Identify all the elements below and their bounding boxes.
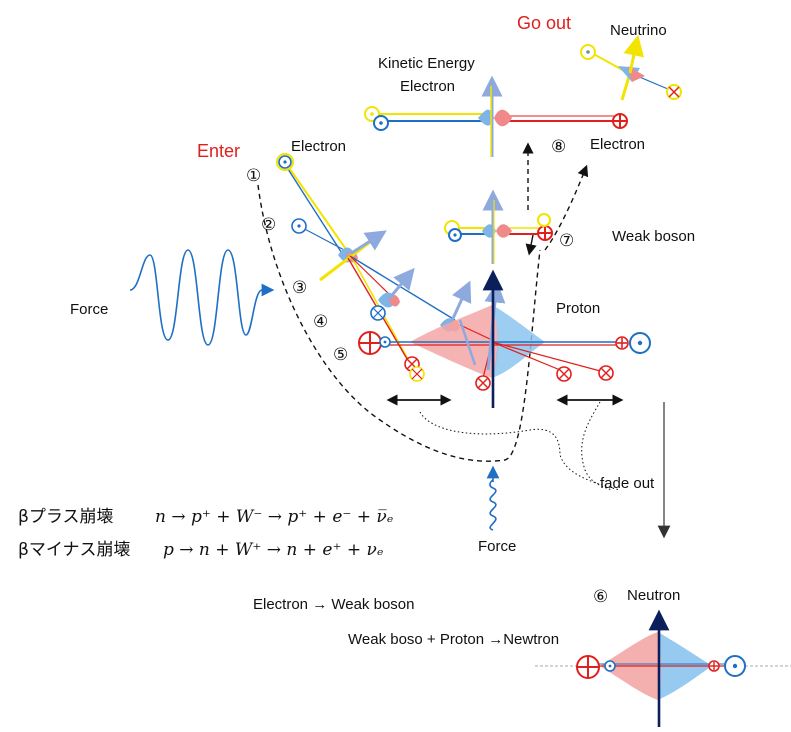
weak-boson-group	[444, 189, 553, 264]
step-5: ⑤	[333, 345, 348, 364]
proton-label: Proton	[556, 300, 600, 317]
proton-interaction-group	[358, 269, 651, 408]
beta-plus-label: βプラス崩壊	[18, 507, 114, 527]
incoming-electron-group	[276, 153, 472, 382]
rule-electron-weak-boson: Electron → Weak boson	[253, 596, 414, 613]
electron-right-label: Electron	[590, 136, 645, 153]
force-wave-bottom	[486, 465, 500, 531]
step-2: ②	[261, 215, 276, 234]
beta-minus-label: βマイナス崩壊	[18, 540, 131, 560]
step-3: ③	[292, 278, 307, 297]
force-left-label: Force	[70, 301, 108, 318]
beta-minus-equation: p → n + W⁺ → n + e⁺ + νₑ	[163, 540, 383, 560]
kinetic-energy-label: Kinetic Energy	[378, 55, 475, 72]
fade-dotted-1	[419, 411, 621, 491]
fade-out-label: fade out	[600, 475, 655, 492]
enter-label: Enter	[197, 141, 240, 161]
trajectory-path	[257, 184, 541, 462]
force-wave-left	[129, 249, 275, 346]
step-4: ④	[313, 312, 328, 331]
neutrino-group	[580, 34, 682, 101]
fade-dotted-2	[581, 401, 613, 491]
step-7: ⑦	[559, 231, 574, 250]
neutrino-label: Neutrino	[610, 22, 667, 39]
force-bottom-label: Force	[478, 538, 516, 555]
weak-boson-label: Weak boson	[612, 228, 695, 245]
beta-plus-equation: n → p⁺ + W⁻ → p⁺ + e⁻ + ν̅ₑ	[155, 507, 393, 527]
step-6: ⑥	[593, 587, 608, 606]
neutron-group	[535, 609, 791, 727]
trajectory-arrow	[525, 234, 537, 256]
go-out-label: Go out	[517, 13, 571, 33]
electron-top-label: Electron	[400, 78, 455, 95]
rule-weak-boson-proton: Weak boso + Proton →Newtron	[348, 631, 559, 648]
step-8: ⑧	[551, 137, 566, 156]
electron-left-label: Electron	[291, 138, 346, 155]
neutron-label: Neutron	[627, 587, 680, 604]
step-1: ①	[246, 166, 261, 185]
outgoing-electron-group	[364, 75, 628, 157]
